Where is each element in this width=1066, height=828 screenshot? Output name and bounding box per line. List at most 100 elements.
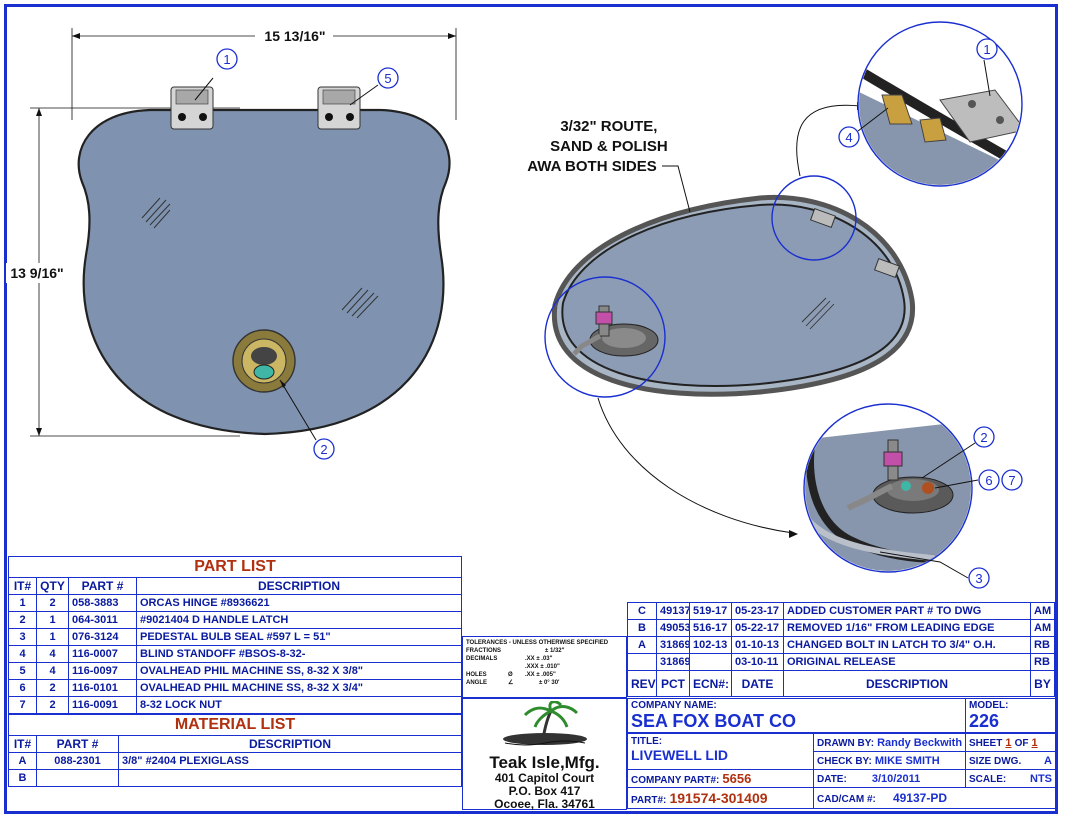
cell: 4	[8, 645, 37, 663]
height-dimension: 13 9/16"	[10, 265, 63, 281]
cell: 31869	[656, 653, 690, 671]
cell: 519-17	[689, 602, 732, 620]
cell: 1	[8, 594, 37, 612]
cell: 116-0101	[68, 679, 137, 697]
cell: B	[627, 619, 657, 637]
sheet-value: 1	[1005, 736, 1012, 749]
cell: 2	[36, 679, 69, 697]
cell	[36, 769, 119, 787]
col-pct: PCT	[656, 670, 690, 697]
callout-2-detail: 2	[980, 430, 987, 445]
front-view: 15 13/16" 13 9/16" 1	[6, 27, 457, 460]
cell: RB	[1030, 653, 1055, 671]
cell	[118, 769, 462, 787]
part-list-header: IT# QTY PART # DESCRIPTION	[8, 577, 462, 595]
scale-value: NTS	[1030, 772, 1052, 785]
cell: 7	[8, 696, 37, 714]
cell: OVALHEAD PHIL MACHINE SS, 8-32 X 3/4"	[136, 679, 462, 697]
check-by-value: MIKE SMITH	[874, 754, 940, 767]
cell: 49053	[656, 619, 690, 637]
cell: 2	[36, 696, 69, 714]
date-label: DATE:	[817, 773, 847, 785]
col-date: DATE	[731, 670, 784, 697]
cell: A	[8, 752, 37, 770]
callout-1-detail: 1	[983, 42, 990, 57]
lid-front-shape	[77, 108, 451, 436]
cell: 05-23-17	[731, 602, 784, 620]
hinge-right	[317, 86, 361, 130]
cell: AM	[1030, 602, 1055, 620]
tol-decimals-label: DECIMALS	[466, 656, 498, 662]
tol-holes-symbol: Ø	[508, 672, 513, 678]
cell: 49137	[656, 602, 690, 620]
title-block: COMPANY NAME: SEA FOX BOAT CO MODEL: 226…	[626, 698, 1057, 809]
handle-latch	[232, 329, 296, 393]
drawing-border	[4, 4, 1058, 814]
col-rev: REV	[627, 670, 657, 697]
tol-fractions-value: ± 1/32"	[545, 648, 565, 654]
tol-holes-label: HOLES	[466, 672, 487, 678]
cell	[689, 653, 732, 671]
col-part: PART #	[68, 577, 137, 595]
scale-label: SCALE:	[969, 773, 1007, 785]
cell: CHANGED BOLT IN LATCH TO 3/4" O.H.	[783, 636, 1031, 654]
size-dwg-label: SIZE DWG.	[969, 755, 1022, 767]
palm-island-logo	[502, 700, 587, 746]
tol-angle-value: ± 0° 30'	[539, 680, 560, 686]
cell: 5	[8, 662, 37, 680]
cell: 2	[36, 594, 69, 612]
isometric-view: 3/32" ROUTE, SAND & POLISH AWA BOTH SIDE…	[527, 102, 916, 538]
cell: 1	[36, 611, 69, 629]
cell: 088-2301	[36, 752, 119, 770]
cell: B	[8, 769, 37, 787]
cell: 116-0091	[68, 696, 137, 714]
detail-latch-view: 2 6 7 3	[803, 403, 1023, 589]
tol-holes-value: .XX ± .005"	[525, 672, 556, 678]
col-by: BY	[1030, 670, 1055, 697]
col-ecn: ECN#:	[689, 670, 732, 697]
cell	[627, 653, 657, 671]
drawn-by-value: Randy Beckwith	[877, 736, 963, 749]
company-name-cell: COMPANY NAME: SEA FOX BOAT CO	[626, 698, 967, 733]
hinge-left	[170, 86, 214, 130]
cell: 03-10-11	[731, 653, 784, 671]
width-dimension: 15 13/16"	[264, 28, 325, 44]
title-cell: TITLE: LIVEWELL LID	[627, 733, 814, 770]
part-number-label: PART#:	[631, 795, 667, 806]
date-value: 3/10/2011	[871, 772, 921, 785]
callout-4: 4	[845, 130, 852, 145]
cell: 1	[36, 628, 69, 646]
cell: OVALHEAD PHIL MACHINE SS, 8-32 X 3/8"	[136, 662, 462, 680]
cell: 8-32 LOCK NUT	[136, 696, 462, 714]
sheet-label: SHEET	[969, 737, 1003, 749]
cell: RB	[1030, 636, 1055, 654]
model-value: 226	[969, 711, 1000, 731]
cell: 6	[8, 679, 37, 697]
callout-3: 3	[975, 571, 982, 586]
cell: 516-17	[689, 619, 732, 637]
svg-text:3/32" ROUTE, SAND & POLI: 3/32" ROUTE, SAND & POLISH AWA BOTH SIDE…	[527, 118, 672, 175]
cell: 4	[36, 645, 69, 663]
col-it: IT#	[8, 735, 37, 753]
tol-fractions-label: FRACTIONS	[466, 648, 501, 654]
cell: C	[627, 602, 657, 620]
company-address-1: 401 Capitol Court	[494, 771, 595, 785]
cell: 31869	[656, 636, 690, 654]
cell: 3	[8, 628, 37, 646]
col-qty: QTY	[36, 577, 69, 595]
col-part: PART #	[36, 735, 119, 753]
company-address-2: P.O. Box 417	[508, 784, 581, 798]
callout-6: 6	[985, 473, 992, 488]
detail-circle-latch	[544, 276, 666, 398]
company-part-value: 5656	[722, 771, 752, 786]
col-description: DESCRIPTION	[783, 670, 1031, 697]
